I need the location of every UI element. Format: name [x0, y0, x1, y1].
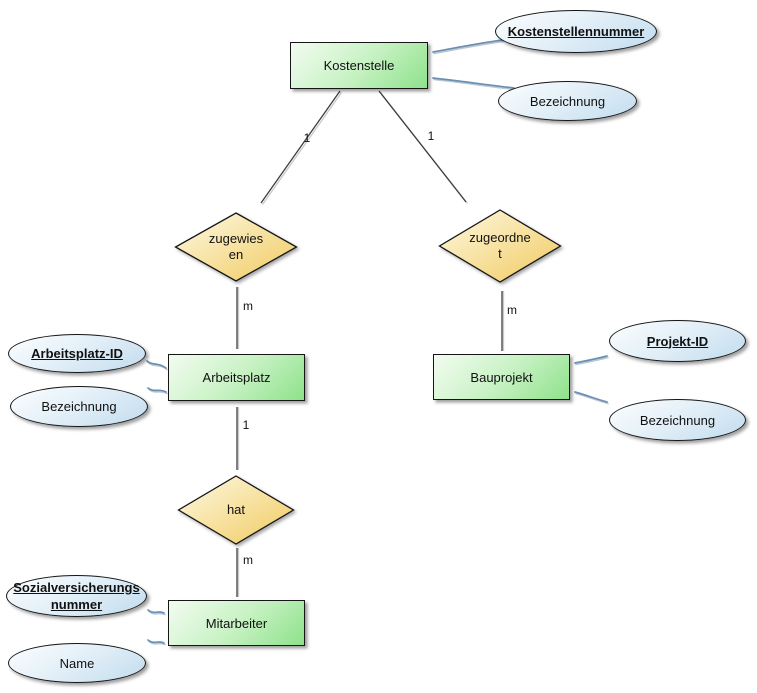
cardinality-label: 1	[242, 418, 250, 432]
attribute-link-shadow	[148, 640, 166, 646]
diamond-shape	[177, 475, 295, 545]
entity-kostenstelle[interactable]: Kostenstelle	[290, 42, 428, 89]
attribute-arbeitsplatz-id[interactable]: Arbeitsplatz-ID	[8, 334, 146, 373]
relationship-label-line: zugewies	[208, 231, 264, 246]
relationship-hat[interactable]: hat	[177, 475, 295, 545]
attribute-link-bezeichnung-arbeitsplatz	[147, 387, 167, 393]
connector-shadow	[261, 92, 343, 205]
relationship-zugeordnet[interactable]: zugeordne t	[438, 209, 562, 283]
attribute-connectors	[146, 39, 609, 646]
attribute-label-line: Bezeichnung	[529, 93, 606, 109]
attribute-link-shadow	[148, 610, 166, 616]
relationship-label: hat	[227, 502, 245, 518]
connector-kostenstelle-zugewiesen	[260, 90, 341, 204]
attribute-name[interactable]: Name	[8, 643, 146, 683]
attribute-bezeichnung-arbeitsplatz[interactable]: Bezeichnung	[10, 386, 148, 427]
attribute-link-shadow	[575, 392, 609, 405]
attribute-link-shadow	[148, 388, 168, 395]
diamond-shape	[174, 212, 298, 282]
entity-label: Kostenstelle	[323, 58, 395, 73]
attribute-kostenstellennummer[interactable]: Kostenstellennummer	[495, 10, 657, 53]
relationship-label-line: t	[498, 246, 502, 261]
attribute-link-shadow	[433, 40, 505, 55]
cardinality-label: m	[243, 553, 253, 567]
relationship-zugewiesen[interactable]: zugewies en	[174, 212, 298, 282]
attribute-link-name	[147, 639, 165, 644]
relationship-connectors	[236, 90, 505, 597]
attribute-link-bezeichnung-bauprojekt	[574, 391, 608, 403]
entity-mitarbeiter[interactable]: Mitarbeiter	[168, 600, 305, 646]
cardinality-label: m	[507, 303, 517, 317]
entity-arbeitsplatz[interactable]: Arbeitsplatz	[168, 354, 305, 401]
entity-label: Arbeitsplatz	[202, 370, 271, 385]
connector-kostenstelle-zugeordnet	[378, 90, 467, 203]
attribute-label-line: Projekt-ID	[646, 333, 709, 349]
attribute-label-line: nummer	[50, 597, 103, 612]
relationship-label-line: en	[228, 247, 244, 262]
diamond-shape	[438, 209, 562, 283]
attribute-link-kostenstellennummer	[432, 39, 504, 53]
entity-label: Mitarbeiter	[205, 615, 268, 631]
attribute-label-line: Name	[59, 655, 95, 671]
attribute-label-line: Bezeichnung	[639, 412, 716, 428]
entity-label: Bauprojekt	[470, 369, 533, 385]
attribute-label-line: Arbeitsplatz-ID	[31, 346, 123, 361]
attribute-sozialversicherungsnummer[interactable]: Sozialversicherungs nummer	[6, 575, 147, 617]
attribute-label-line: Bezeichnung	[41, 399, 117, 414]
relationship-label: zugewies en	[209, 231, 263, 263]
attribute-link-shadow	[433, 78, 516, 91]
attribute-label-line: Kostenstellennummer	[507, 24, 645, 39]
attribute-bezeichnung-bauprojekt[interactable]: Bezeichnung	[609, 399, 746, 441]
relationship-label: zugeordne t	[469, 230, 530, 262]
attribute-link-shadow	[575, 356, 609, 366]
attribute-link-bezeichnung-kostenstelle	[432, 77, 515, 89]
cardinality-label: m	[243, 299, 253, 313]
attribute-link-sozialversicherungsnummer	[147, 609, 165, 614]
cardinality-label: 1	[303, 131, 311, 145]
attribute-projekt-id[interactable]: Projekt-ID	[609, 320, 746, 362]
cardinality-label: 1	[427, 129, 435, 143]
attribute-link-arbeitsplatz-id	[146, 360, 167, 369]
attribute-link-projekt-id	[574, 355, 608, 364]
attribute-label-line: Sozialversicherungs	[13, 580, 140, 595]
relationship-label-line: zugeordne	[469, 230, 531, 245]
entity-bauprojekt[interactable]: Bauprojekt	[433, 354, 570, 400]
attribute-bezeichnung-kostenstelle[interactable]: Bezeichnung	[498, 81, 637, 121]
relationship-label-line: hat	[226, 502, 246, 517]
